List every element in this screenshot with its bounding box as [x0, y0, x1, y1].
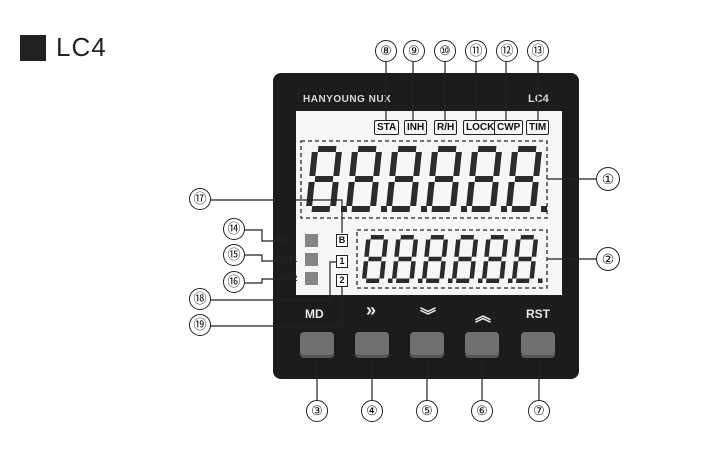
md-button[interactable] [300, 332, 334, 358]
callout-13: ⑬ [527, 40, 549, 62]
callout-15: ⑮ [223, 244, 245, 266]
section-title: LC4 [20, 32, 107, 63]
down-button[interactable] [410, 332, 444, 358]
brand-logo: HANYOUNG NUX [303, 94, 392, 105]
upper-digit [306, 146, 347, 212]
led-out1 [305, 253, 318, 266]
chevron-down-icon: ︾ [420, 308, 437, 325]
status-square-1: 1 [336, 255, 348, 268]
shift-icon: » [366, 300, 377, 320]
led-bo [305, 234, 318, 247]
lower-digit [481, 235, 513, 283]
upper-digit [506, 146, 547, 212]
chevron-up-icon: ︽ [475, 308, 492, 325]
indicator-tim: TIM [526, 120, 550, 135]
lower-digit [511, 235, 543, 283]
callout-16: ⑯ [223, 271, 245, 293]
leader-lines [210, 62, 596, 400]
callout-6: ⑥ [471, 400, 493, 422]
callout-18: ⑱ [189, 288, 211, 310]
label-bo: B/O [276, 235, 293, 245]
label-out2: OUT2 [276, 274, 298, 283]
callout-7: ⑦ [528, 400, 550, 422]
callout-5: ⑤ [416, 400, 438, 422]
callout-10: ⑩ [434, 40, 456, 62]
label-out1: OUT1 [276, 255, 298, 264]
indicator-lock: LOCK [463, 120, 498, 135]
callout-1: ① [596, 167, 620, 191]
upper-digit-display [306, 146, 547, 212]
callout-3: ③ [306, 400, 328, 422]
indicator-rh: R/H [434, 120, 458, 135]
indicator-inh: INH [404, 120, 428, 135]
callout-19: ⑲ [189, 314, 211, 336]
upper-digit [386, 146, 427, 212]
lower-digit-display [361, 235, 543, 283]
shift-button[interactable] [355, 332, 389, 358]
callout-2: ② [596, 247, 620, 271]
label-rst: RST [526, 307, 550, 321]
indicator-cwp: CWP [494, 120, 524, 135]
callout-14: ⑭ [223, 218, 245, 240]
upper-digit [426, 146, 467, 212]
upper-digit [466, 146, 507, 212]
callout-17: ⑰ [189, 188, 211, 210]
status-square-2: 2 [336, 274, 348, 287]
status-square-b: B [336, 234, 348, 247]
rst-button[interactable] [521, 332, 555, 358]
led-out2 [305, 272, 318, 285]
lower-digit [391, 235, 423, 283]
lower-digit [421, 235, 453, 283]
upper-display-outline [300, 140, 548, 219]
callout-11: ⑪ [465, 40, 487, 62]
callout-9: ⑨ [403, 40, 425, 62]
callout-12: ⑫ [496, 40, 518, 62]
lower-digit [451, 235, 483, 283]
lower-digit [361, 235, 393, 283]
callout-4: ④ [361, 400, 383, 422]
indicator-sta: STA [374, 120, 400, 135]
title-square-icon [20, 34, 46, 61]
callout-8: ⑧ [375, 40, 397, 62]
upper-digit [346, 146, 387, 212]
label-md: MD [305, 307, 324, 321]
title-text: LC4 [56, 32, 107, 62]
up-button[interactable] [465, 332, 499, 358]
